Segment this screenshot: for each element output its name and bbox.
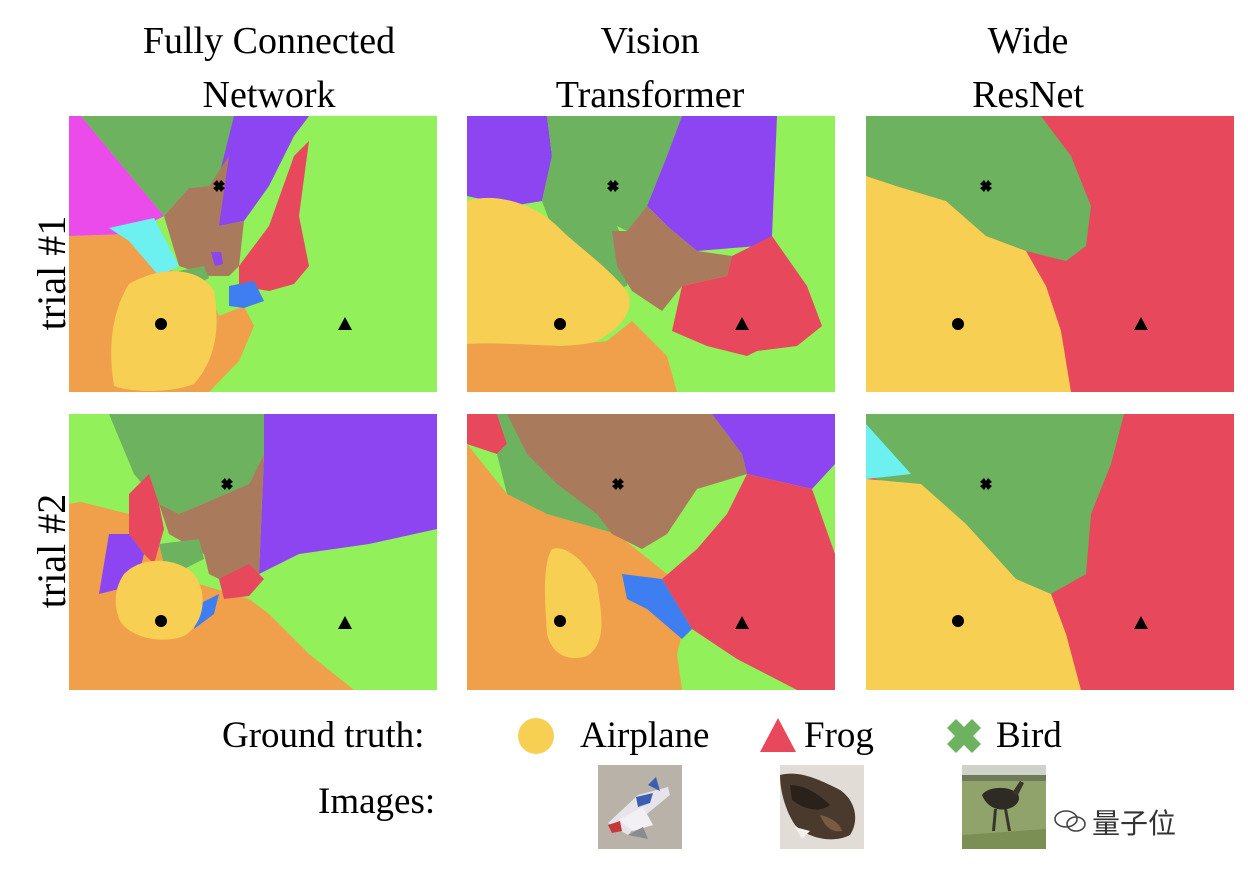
bird-image-thumbnail xyxy=(962,765,1046,849)
legend-label-bird: Bird xyxy=(996,715,1062,756)
wechat-logo-icon xyxy=(1054,810,1086,832)
column-title-wide-resnet: Wide ResNet xyxy=(838,14,1218,122)
decision-region-vit-trial-2 xyxy=(467,414,835,690)
column-title-line1: Fully Connected xyxy=(142,20,396,62)
decision-region-vit-trial-1 xyxy=(467,116,835,392)
legend-label-airplane: Airplane xyxy=(580,715,710,756)
watermark-text: 量子位 xyxy=(1092,807,1177,840)
decision-region-fcn-trial-2 xyxy=(69,414,437,690)
column-title-line1: Wide xyxy=(987,20,1069,62)
decision-region-wrn-trial-1 xyxy=(866,116,1234,392)
legend-label-frog: Frog xyxy=(804,715,874,756)
column-title-vision-transformer: Vision Transformer xyxy=(460,14,840,122)
column-title-line1: Vision xyxy=(600,20,700,62)
decision-region-wrn-trial-2 xyxy=(866,414,1234,690)
column-title-fully-connected: Fully Connected Network xyxy=(79,14,459,122)
decision-region-fcn-trial-1 xyxy=(69,116,437,392)
images-label: Images: xyxy=(318,781,436,822)
airplane-circle-icon xyxy=(518,718,554,754)
frog-triangle-icon xyxy=(760,718,796,752)
airplane-image-thumbnail xyxy=(598,765,682,849)
ground-truth-label: Ground truth: xyxy=(222,715,425,756)
column-title-line2: Network xyxy=(202,74,336,116)
column-title-line2: ResNet xyxy=(972,74,1084,116)
column-title-line2: Transformer xyxy=(555,74,745,116)
bird-cross-icon xyxy=(947,719,981,753)
frog-image-thumbnail xyxy=(780,765,864,849)
